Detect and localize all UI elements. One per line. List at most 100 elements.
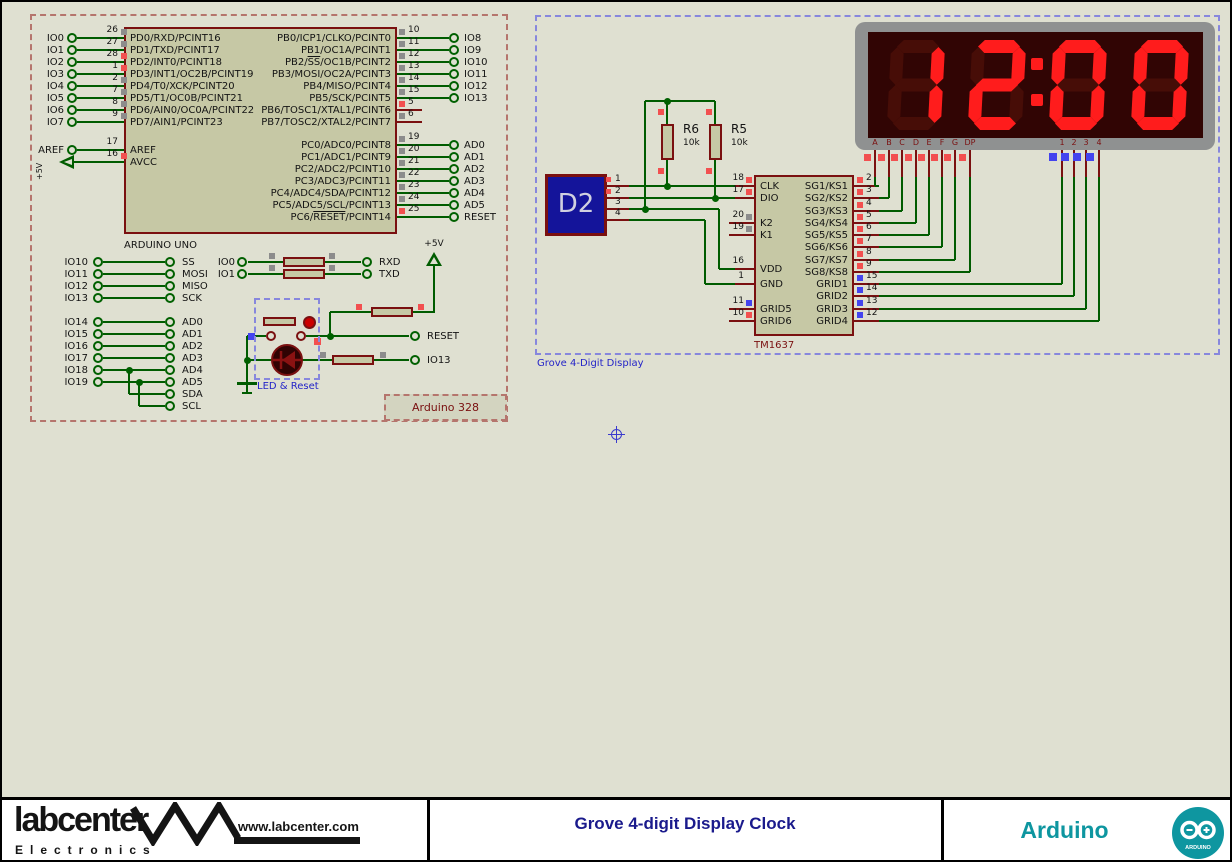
chip-pin-label: PD7/AIN1/PCINT23 (130, 117, 223, 128)
terminal-label: RESET (427, 331, 460, 342)
io-terminal[interactable] (67, 105, 77, 115)
push-button-actuator[interactable] (303, 316, 316, 329)
io-terminal[interactable] (449, 81, 459, 91)
ad-terminal[interactable] (165, 353, 175, 363)
pin-marker-red (944, 154, 951, 161)
wire (247, 359, 272, 361)
wire (915, 177, 917, 223)
io-terminal[interactable] (67, 69, 77, 79)
io-terminal[interactable] (449, 57, 459, 67)
io-terminal[interactable] (93, 269, 103, 279)
pin-marker-gray (399, 29, 405, 35)
wire (77, 149, 124, 151)
resistor-r5[interactable] (709, 124, 722, 160)
led-resistor[interactable] (332, 355, 374, 365)
chip-pin-label: CLK (760, 181, 780, 192)
labcenter-underline-bar (234, 837, 360, 844)
ad-terminal[interactable] (165, 365, 175, 375)
spi-terminal[interactable] (165, 293, 175, 303)
wire (329, 312, 331, 336)
pin-stub (854, 210, 879, 212)
pin-stub (1061, 150, 1063, 177)
pin-marker-red (606, 177, 611, 182)
reset-terminal[interactable] (410, 331, 420, 341)
aref-terminal[interactable] (67, 145, 77, 155)
arduino-uno-chip[interactable] (124, 27, 397, 234)
button-contact[interactable] (296, 331, 306, 341)
ad-terminal[interactable] (449, 140, 459, 150)
ad-terminal[interactable] (449, 200, 459, 210)
io-terminal[interactable] (93, 281, 103, 291)
io13-terminal[interactable] (410, 355, 420, 365)
ad-terminal[interactable] (165, 377, 175, 387)
scl-terminal[interactable] (165, 401, 175, 411)
sda-terminal[interactable] (165, 389, 175, 399)
ad-terminal[interactable] (449, 176, 459, 186)
io-terminal[interactable] (67, 33, 77, 43)
ad-terminal[interactable] (165, 329, 175, 339)
pin-stub (397, 109, 422, 111)
push-button-bar[interactable] (263, 317, 296, 326)
ad-terminal[interactable] (165, 317, 175, 327)
io-terminal[interactable] (449, 69, 459, 79)
io-terminal[interactable] (449, 33, 459, 43)
d2-module[interactable] (545, 174, 607, 236)
wire (629, 197, 735, 199)
wire (325, 261, 361, 263)
title-block-divider (427, 800, 430, 860)
io-terminal[interactable] (67, 45, 77, 55)
serial-terminal[interactable] (362, 257, 372, 267)
chip-pin-label: SG3/KS3 (804, 206, 848, 217)
reset-pullup-resistor[interactable] (371, 307, 413, 317)
io-terminal[interactable] (93, 377, 103, 387)
pin-number: 24 (408, 192, 420, 202)
wire (103, 357, 165, 359)
io-terminal[interactable] (93, 329, 103, 339)
display-digit-pin-label: 1 (1059, 138, 1065, 147)
serial-terminal[interactable] (362, 269, 372, 279)
ad-terminal[interactable] (165, 341, 175, 351)
ad-terminal[interactable] (449, 164, 459, 174)
chip-pin-label: PD5/T1/OC0B/PCINT21 (130, 93, 244, 104)
ad-terminal[interactable] (449, 188, 459, 198)
pin-number: 26 (106, 25, 118, 35)
io-terminal[interactable] (449, 45, 459, 55)
io-terminal[interactable] (67, 117, 77, 127)
io-terminal[interactable] (237, 257, 247, 267)
pin-stub (941, 150, 943, 177)
spi-terminal[interactable] (165, 257, 175, 267)
io-terminal[interactable] (237, 269, 247, 279)
pin-marker-gray (269, 265, 275, 271)
terminal-label: SDA (182, 389, 203, 400)
wire (879, 246, 942, 248)
button-contact[interactable] (266, 331, 276, 341)
io-terminal[interactable] (93, 353, 103, 363)
tm1637-chip[interactable] (754, 175, 854, 336)
io-terminal[interactable] (93, 365, 103, 375)
pin-marker-gray (399, 136, 405, 142)
spi-terminal[interactable] (165, 281, 175, 291)
spi-terminal[interactable] (165, 269, 175, 279)
ad-terminal[interactable] (449, 152, 459, 162)
io-terminal[interactable] (67, 81, 77, 91)
io-terminal[interactable] (93, 317, 103, 327)
io-terminal[interactable] (67, 93, 77, 103)
terminal-label: AD2 (182, 341, 203, 352)
wire (397, 97, 449, 99)
pin-number: 18 (732, 173, 744, 183)
io-terminal[interactable] (93, 341, 103, 351)
series-resistor[interactable] (283, 257, 325, 267)
pin-stub (607, 208, 629, 210)
io-terminal[interactable] (93, 293, 103, 303)
series-resistor[interactable] (283, 269, 325, 279)
display-colon-dot (1031, 94, 1043, 106)
chip-pin-label: PC2/ADC2/PCINT10 (294, 164, 391, 175)
resistor-r6[interactable] (661, 124, 674, 160)
ad-terminal[interactable] (449, 212, 459, 222)
pin-stub (854, 295, 879, 297)
io-terminal[interactable] (67, 57, 77, 67)
pin-number: 10 (408, 25, 420, 35)
io-terminal[interactable] (93, 257, 103, 267)
io-terminal[interactable] (449, 93, 459, 103)
